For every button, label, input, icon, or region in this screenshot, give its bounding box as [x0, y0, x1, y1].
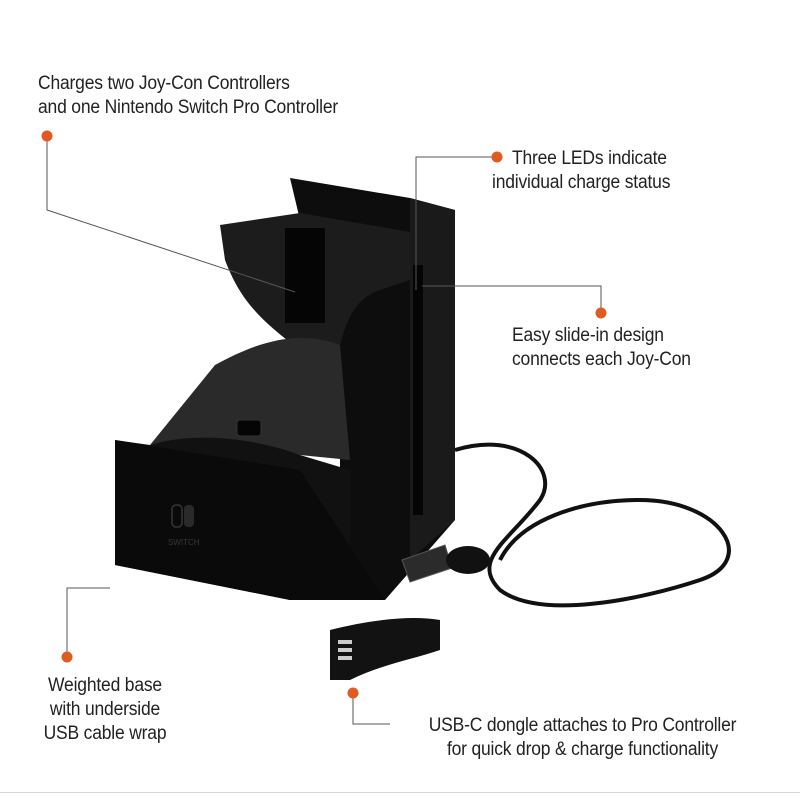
callout-line: for quick drop & charge functionality [446, 739, 719, 760]
callout-line: Easy slide-in design [512, 325, 664, 346]
callout-line: connects each Joy-Con [512, 349, 691, 370]
nintendo-switch-logo: SWITCH [168, 504, 200, 547]
callout-line: with underside [49, 699, 161, 720]
callout-line: individual charge status [492, 172, 671, 193]
callout-dot [491, 151, 503, 163]
callout-line: and one Nintendo Switch Pro Controller [38, 97, 339, 118]
charging-dock: SWITCH [115, 178, 455, 600]
usb-cable [454, 442, 731, 608]
callout-dot [61, 651, 73, 663]
callout-line: Weighted base [48, 675, 162, 696]
bottom-divider [0, 792, 800, 793]
callout-slide-in: Easy slide-in design connects each Joy-C… [512, 324, 691, 372]
callout-usb-c-dongle: USB-C dongle attaches to Pro Controller … [396, 714, 769, 762]
callout-charges-controllers: Charges two Joy-Con Controllers and one … [38, 72, 338, 120]
callout-line: USB-C dongle attaches to Pro Controller [428, 715, 737, 736]
callout-line: USB cable wrap [43, 723, 167, 744]
callout-line: Charges two Joy-Con Controllers [38, 73, 290, 94]
usb-a-plug [401, 544, 490, 583]
callout-dot [595, 307, 607, 319]
callout-leds: Three LEDs indicate individual charge st… [492, 147, 670, 195]
callout-weighted-base: Weighted base with underside USB cable w… [22, 674, 188, 746]
callout-dot [41, 130, 53, 142]
leader-lines [46, 136, 602, 725]
usb-c-dongle [330, 618, 440, 680]
logo-text: SWITCH [168, 538, 200, 547]
callout-dot [347, 687, 359, 699]
callout-line: Three LEDs indicate [511, 148, 667, 169]
